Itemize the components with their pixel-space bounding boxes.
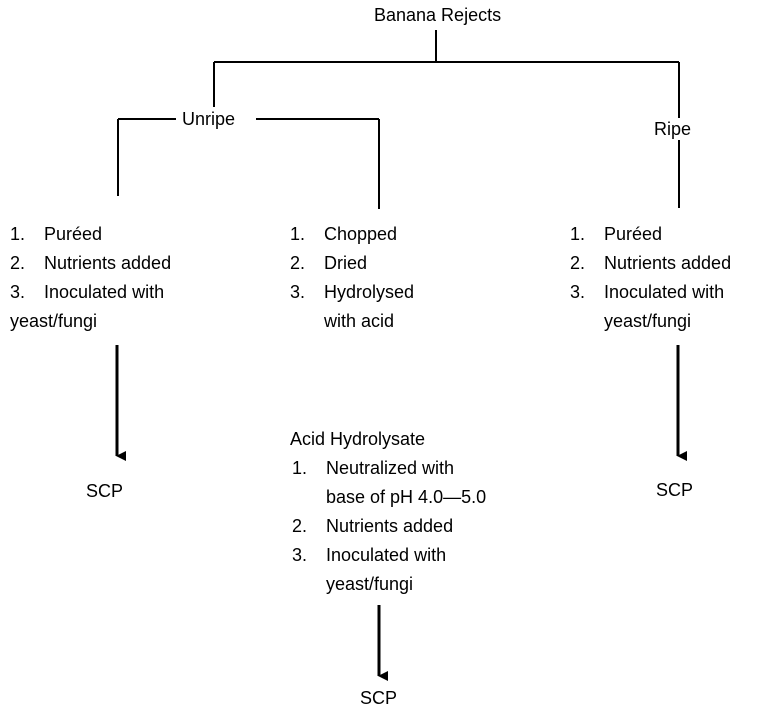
step-text: Neutralized with [326, 458, 455, 478]
step-text: Inoculated with [44, 282, 165, 302]
step-text: Nutrients added [604, 253, 732, 273]
unripe-label: Unripe [178, 108, 240, 130]
step-item: 3. Inoculated with yeast/fungi [10, 278, 171, 336]
step-number: 1. [290, 224, 306, 244]
step-item: 2. Nutrients added [10, 249, 171, 278]
scp-output-bottom: SCP [360, 688, 398, 708]
step-item: 2. Nutrients added [570, 249, 731, 278]
step-text-continued: yeast/fungi [604, 311, 692, 331]
step-text: Puréed [604, 224, 663, 244]
step-number: 1. [570, 224, 586, 244]
step-item: 3. Hydrolysed with acid [290, 278, 414, 336]
step-item: 1. Chopped [290, 220, 414, 249]
step-text: Inoculated with [326, 545, 447, 565]
unripe-chopped-steps: 1. Chopped 2. Dried 3. Hydrolysed with acid [290, 220, 414, 336]
step-text: Inoculated with [604, 282, 725, 302]
step-number: 3. [292, 545, 308, 565]
step-number: 2. [290, 253, 306, 273]
scp-output-left: SCP [86, 481, 124, 501]
step-item: 3. Inoculated with yeast/fungi [570, 278, 731, 336]
step-number: 2. [10, 253, 26, 273]
step-text-continued: with acid [324, 311, 395, 331]
unripe-puree-steps: 1. Puréed 2. Nutrients added 3. Inoculated … [10, 220, 171, 336]
acid-hydrolysate-title: Acid Hydrolysate [290, 429, 426, 449]
ripe-steps: 1. Puréed 2. Nutrients added 3. Inoculated … [570, 220, 731, 336]
step-text-continued: base of pH 4.0—5.0 [326, 487, 487, 507]
step-text: Chopped [324, 224, 398, 244]
step-item: 2. Dried [290, 249, 414, 278]
step-item: 3. Inoculated with yeast/fungi [292, 541, 486, 599]
step-number: 2. [570, 253, 586, 273]
step-item: 1. Puréed [570, 220, 731, 249]
step-text: Nutrients added [326, 516, 454, 536]
scp-output-right: SCP [656, 480, 694, 500]
step-number: 1. [10, 224, 26, 244]
ripe-label: Ripe [650, 118, 696, 140]
step-item: 1. Neutralized with base of pH 4.0—5.0 [292, 454, 486, 512]
step-number: 2. [292, 516, 308, 536]
step-text: Dried [324, 253, 368, 273]
step-number: 1. [292, 458, 308, 478]
step-text: Puréed [44, 224, 103, 244]
step-text: Hydrolysed [324, 282, 415, 302]
step-number: 3. [10, 282, 26, 302]
step-number: 3. [290, 282, 306, 302]
step-item: 1. Puréed [10, 220, 171, 249]
step-text-continued: yeast/fungi [326, 574, 414, 594]
root-node-label: Banana Rejects [370, 4, 506, 26]
step-number: 3. [570, 282, 586, 302]
step-item: 2. Nutrients added [292, 512, 486, 541]
step-text-continued: yeast/fungi [10, 311, 98, 331]
step-text: Nutrients added [44, 253, 172, 273]
acid-hydrolysate-steps: 1. Neutralized with base of pH 4.0—5.0 2. N… [292, 454, 486, 599]
